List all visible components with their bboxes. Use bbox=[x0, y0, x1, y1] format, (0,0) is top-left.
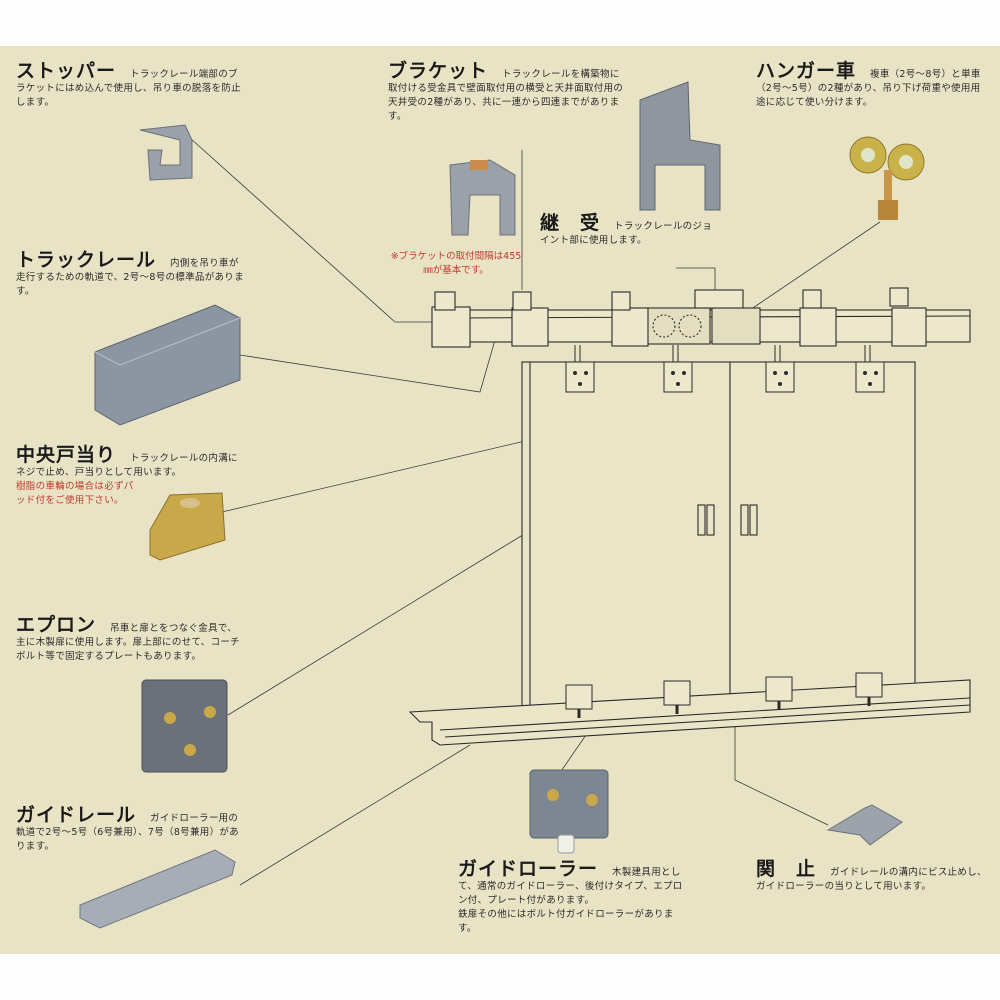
track-rail-title: トラックレール bbox=[16, 249, 157, 271]
leader-guide-rail bbox=[239, 744, 471, 886]
track-rail-desc: 内側を吊り車が走行するための軌道で、2号〜8号の標準品があります。 bbox=[16, 258, 244, 297]
stopper-part bbox=[139, 124, 193, 181]
track-rail-part bbox=[94, 304, 241, 426]
joint-title: 継 受 bbox=[540, 212, 601, 234]
center-stop-note: 樹脂の車輪の場合は必ずパッド付をご使用下さい。 bbox=[16, 481, 134, 506]
apron-brackets bbox=[565, 345, 885, 393]
leader-hanger bbox=[737, 221, 881, 319]
guide-rail-part bbox=[79, 849, 236, 929]
callout-guide-roller: ガイドローラー木製建具用として、通常のガイドローラー、後付けタイプ、エプロン付、… bbox=[458, 860, 690, 936]
callout-hanger: ハンガー車複車（2号〜8号）と単車（2号〜5号）の2種があり、吊り下げ荷重や使用… bbox=[756, 62, 986, 110]
center-stop-part bbox=[149, 492, 226, 561]
leader-joint bbox=[676, 267, 716, 290]
callout-apron: エプロン吊車と扉とをつなぐ金具で、主に木製扉に使用します。扉上部にのせて、コーチ… bbox=[16, 616, 246, 664]
callout-guide-rail: ガイドレールガイドローラー用の軌道で2号〜5号（6号兼用）、7号（8号兼用）があ… bbox=[16, 806, 246, 854]
joint-desc: トラックレールのジョイント部に使用します。 bbox=[540, 221, 713, 246]
guide-roller-desc2: 鉄扉その他にはボルト付ガイドローラーがあります。 bbox=[458, 909, 674, 934]
guide-roller-part bbox=[529, 769, 609, 854]
center-stop-title: 中央戸当り bbox=[16, 444, 117, 466]
bracket-part-single bbox=[449, 159, 516, 236]
guide-rail-desc: ガイドローラー用の軌道で2号〜5号（6号兼用）、7号（8号兼用）があります。 bbox=[16, 813, 239, 852]
apron-part bbox=[141, 679, 228, 773]
bracket-spacing-note: ※ブラケットの取付間隔は455㎜が基本です。 bbox=[390, 251, 522, 276]
callout-seki: 関 止ガイドレールの溝内にビス止めし、ガイドローラーの当りとして用います。 bbox=[756, 860, 992, 894]
guide-rail-assembly bbox=[408, 679, 971, 746]
apron-title: エプロン bbox=[16, 614, 97, 636]
callout-center-stop: 中央戸当りトラックレールの内溝にネジで止め、戸当りとして用います。 樹脂の車輪の… bbox=[16, 446, 246, 508]
hanger-desc: 複車（2号〜8号）と単車（2号〜5号）の2種があり、吊り下げ荷重や使用用途に応じ… bbox=[756, 69, 981, 108]
callout-track-rail: トラックレール内側を吊り車が走行するための軌道で、2号〜8号の標準品があります。 bbox=[16, 251, 246, 299]
bracket-title: ブラケット bbox=[388, 60, 489, 82]
bracket-part-double bbox=[639, 81, 721, 211]
leader-stopper bbox=[189, 137, 440, 323]
seki-title: 関 止 bbox=[756, 858, 817, 880]
track-rail-assembly bbox=[431, 287, 971, 348]
apron-desc: 吊車と扉とをつなぐ金具で、主に木製扉に使用します。扉上部にのせて、コーチボルト等… bbox=[16, 623, 240, 662]
bracket-desc: トラックレールを構築物に取付ける受金具で壁面取付用の横受と天井面取付用の天井受の… bbox=[388, 69, 624, 122]
doors bbox=[521, 361, 916, 713]
guide-rollers bbox=[565, 672, 883, 718]
callout-stopper: ストッパートラックレール端部のブラケットにはめ込んで使用し、吊り車の脱落を防止し… bbox=[16, 62, 246, 110]
callout-joint: 継 受トラックレールのジョイント部に使用します。 bbox=[540, 214, 720, 248]
guide-roller-desc: 木製建具用として、通常のガイドローラー、後付けタイプ、エプロン付、プレート付があ… bbox=[458, 867, 683, 906]
leader-track-rail bbox=[239, 339, 496, 393]
stopper-desc: トラックレール端部のブラケットにはめ込んで使用し、吊り車の脱落を防止します。 bbox=[16, 69, 241, 108]
stopper-title: ストッパー bbox=[16, 60, 117, 82]
guide-rail-title: ガイドレール bbox=[16, 804, 137, 826]
seki-desc: ガイドレールの溝内にビス止めし、ガイドローラーの当りとして用います。 bbox=[756, 867, 987, 892]
callout-bracket: ブラケットトラックレールを構築物に取付ける受金具で壁面取付用の横受と天井面取付用… bbox=[388, 62, 628, 124]
seki-part bbox=[826, 804, 903, 846]
guide-roller-title: ガイドローラー bbox=[458, 858, 599, 880]
center-stop-desc: トラックレールの内溝にネジで止め、戸当りとして用います。 bbox=[16, 453, 238, 478]
leader-seki bbox=[734, 710, 829, 826]
hanger-wheel-part bbox=[849, 136, 925, 220]
hanger-title: ハンガー車 bbox=[756, 60, 857, 82]
